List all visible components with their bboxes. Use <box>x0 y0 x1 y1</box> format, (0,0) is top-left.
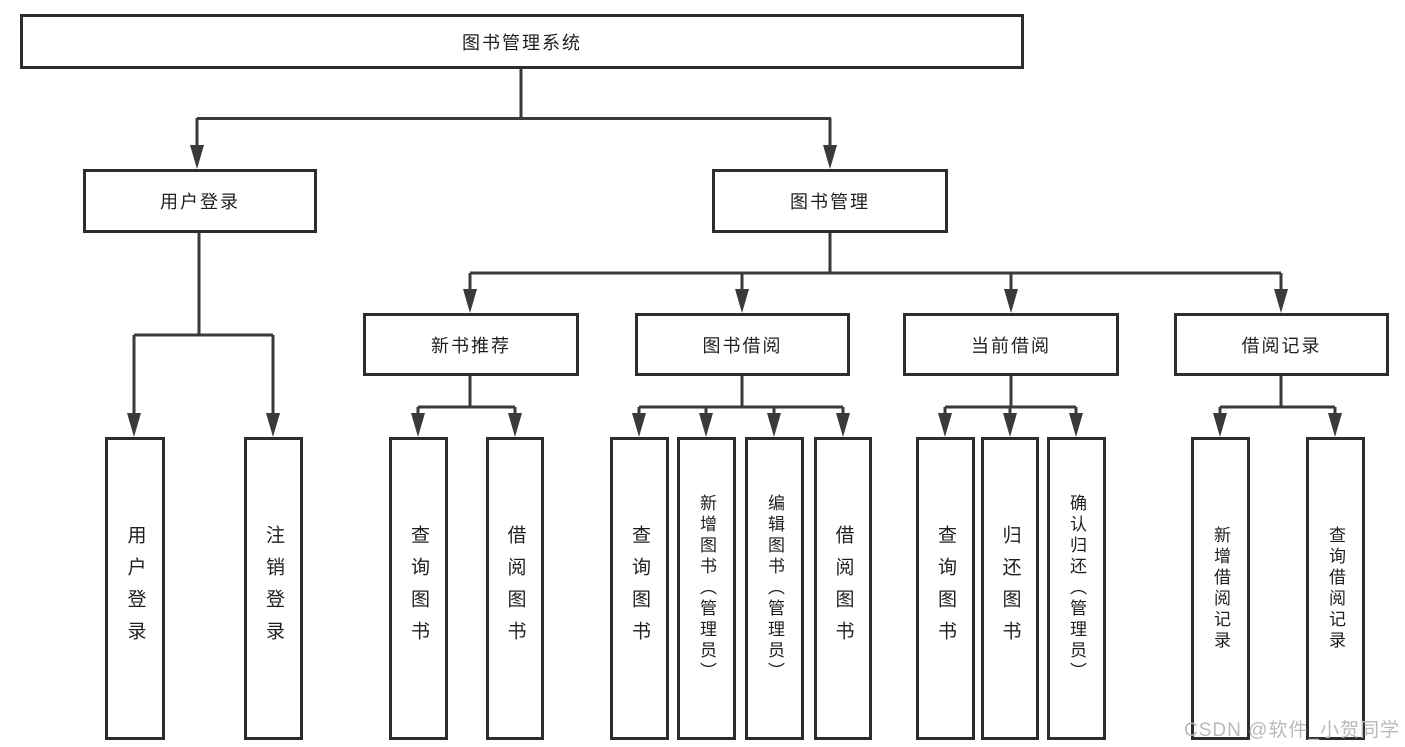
node-book-management: 图书管理 <box>712 169 948 233</box>
node-label: 借阅图书 <box>504 524 526 653</box>
node-label: 借阅记录 <box>1241 335 1322 356</box>
leaf-confirm-return-admin: 确认归还（管理员） <box>1047 437 1106 740</box>
leaf-query-books-recommend: 查询图书 <box>389 437 448 740</box>
node-user-login: 用户登录 <box>83 169 317 233</box>
arrow-down-icon <box>836 413 850 437</box>
node-label: 用户登录 <box>160 192 240 212</box>
leaf-edit-books-admin: 编辑图书（管理员） <box>745 437 804 740</box>
node-label: 归还图书 <box>999 524 1021 653</box>
node-label: 注销登录 <box>263 524 284 653</box>
node-label: 查询图书 <box>935 524 956 653</box>
leaf-borrow-books-recommend: 借阅图书 <box>486 437 544 740</box>
node-label: 图书借阅 <box>702 335 783 356</box>
arrow-down-icon <box>823 145 837 169</box>
node-current-borrowing: 当前借阅 <box>903 313 1119 376</box>
node-label: 新书推荐 <box>431 335 511 356</box>
arrow-down-icon <box>411 413 425 437</box>
leaf-query-borrow-record: 查询借阅记录 <box>1306 437 1365 740</box>
node-label: 查询图书 <box>408 524 429 653</box>
node-label: 借阅图书 <box>832 524 854 653</box>
arrow-down-icon <box>1069 413 1083 437</box>
arrow-down-icon <box>266 413 280 437</box>
leaf-query-books-borrowing: 查询图书 <box>610 437 669 740</box>
node-label: 查询借阅记录 <box>1326 525 1345 652</box>
leaf-return-books: 归还图书 <box>981 437 1039 740</box>
arrow-down-icon <box>632 413 646 437</box>
arrow-down-icon <box>463 289 477 313</box>
leaf-user-login: 用户登录 <box>105 437 165 740</box>
leaf-add-books-admin: 新增图书（管理员） <box>677 437 736 740</box>
arrow-down-icon <box>938 413 952 437</box>
arrow-down-icon <box>1274 289 1288 313</box>
arrow-down-icon <box>508 413 522 437</box>
leaf-borrow-books: 借阅图书 <box>814 437 872 740</box>
csdn-watermark: CSDN @软件_小贺同学 <box>1184 720 1400 741</box>
leaf-logout: 注销登录 <box>244 437 303 740</box>
arrow-down-icon <box>1004 289 1018 313</box>
node-label: 当前借阅 <box>971 335 1051 356</box>
node-borrowing-records: 借阅记录 <box>1174 313 1389 376</box>
node-label: 编辑图书（管理员） <box>765 494 784 683</box>
arrow-down-icon <box>767 413 781 437</box>
arrow-down-icon <box>1213 413 1227 437</box>
node-label: 新增图书（管理员） <box>697 494 716 683</box>
leaf-query-books-current: 查询图书 <box>916 437 975 740</box>
arrow-down-icon <box>1328 413 1342 437</box>
node-book-borrowing: 图书借阅 <box>635 313 850 376</box>
node-label: 查询图书 <box>629 524 650 653</box>
arrow-down-icon <box>735 289 749 313</box>
node-label: 图书管理 <box>790 192 870 212</box>
node-library-system-root: 图书管理系统 <box>20 14 1024 69</box>
node-label: 图书管理系统 <box>462 32 582 53</box>
node-new-book-recommend: 新书推荐 <box>363 313 579 376</box>
node-label: 新增借阅记录 <box>1211 525 1230 652</box>
arrow-down-icon <box>699 413 713 437</box>
arrow-down-icon <box>127 413 141 437</box>
arrow-down-icon <box>1003 413 1017 437</box>
node-label: 确认归还（管理员） <box>1067 494 1086 683</box>
leaf-add-borrow-record: 新增借阅记录 <box>1191 437 1250 740</box>
arrow-down-icon <box>190 145 204 169</box>
node-label: 用户登录 <box>124 524 146 653</box>
